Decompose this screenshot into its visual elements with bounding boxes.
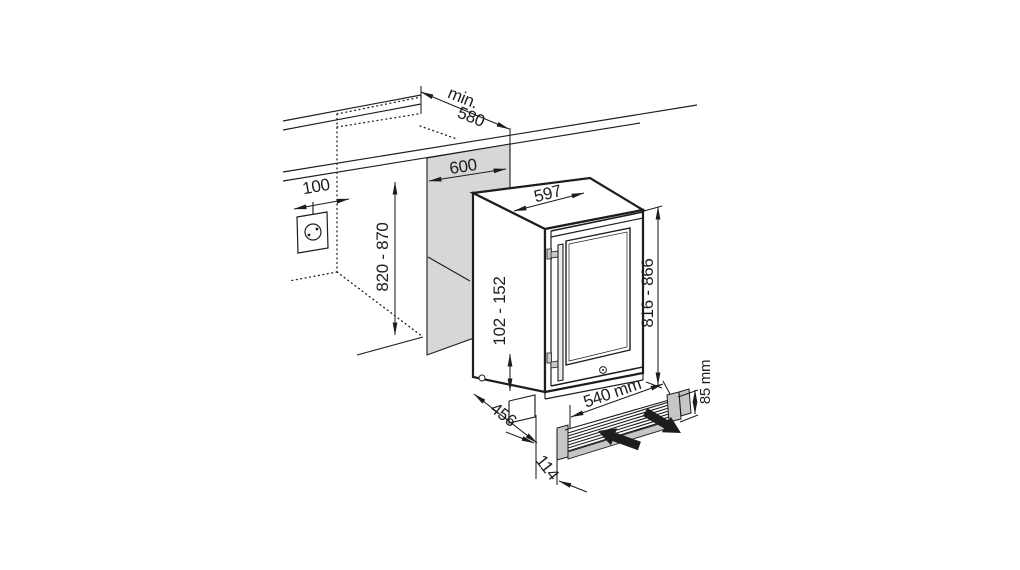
dim-niche-depth: min. 580 <box>420 83 511 156</box>
door-hinge-bottom <box>546 352 552 364</box>
dim-label-niche-width: 600 <box>448 155 478 178</box>
door-lock-icon <box>599 366 607 374</box>
niche-hidden-outline <box>288 96 458 338</box>
appliance-door <box>546 211 644 387</box>
adjustable-foot <box>478 374 486 382</box>
dim-label-niche-depth: 580 <box>455 103 488 131</box>
door-glass <box>565 227 631 366</box>
dim-label-socket-offset: 100 <box>301 175 331 198</box>
floor-line <box>356 336 424 356</box>
dim-label-niche-height: 820 - 870 <box>373 222 392 291</box>
airflow-in-arrow <box>598 428 641 451</box>
dim-niche-width: 600 <box>428 155 507 182</box>
power-outlet-icon <box>296 202 329 254</box>
dim-label-appliance-height: 816 - 866 <box>638 258 657 327</box>
appliance-side-face <box>471 191 547 394</box>
dim-label-base-height: 102 - 152 <box>490 276 509 345</box>
door-handle <box>550 243 564 382</box>
dim-label-vent-height: 85 mm <box>697 360 714 404</box>
dim-niche-height: 820 - 870 <box>373 181 398 336</box>
dim-vent-height: 85 mm <box>677 360 714 423</box>
dim-socket-offset: 100 <box>293 175 350 210</box>
dim-base-height: 102 - 152 <box>490 276 513 392</box>
